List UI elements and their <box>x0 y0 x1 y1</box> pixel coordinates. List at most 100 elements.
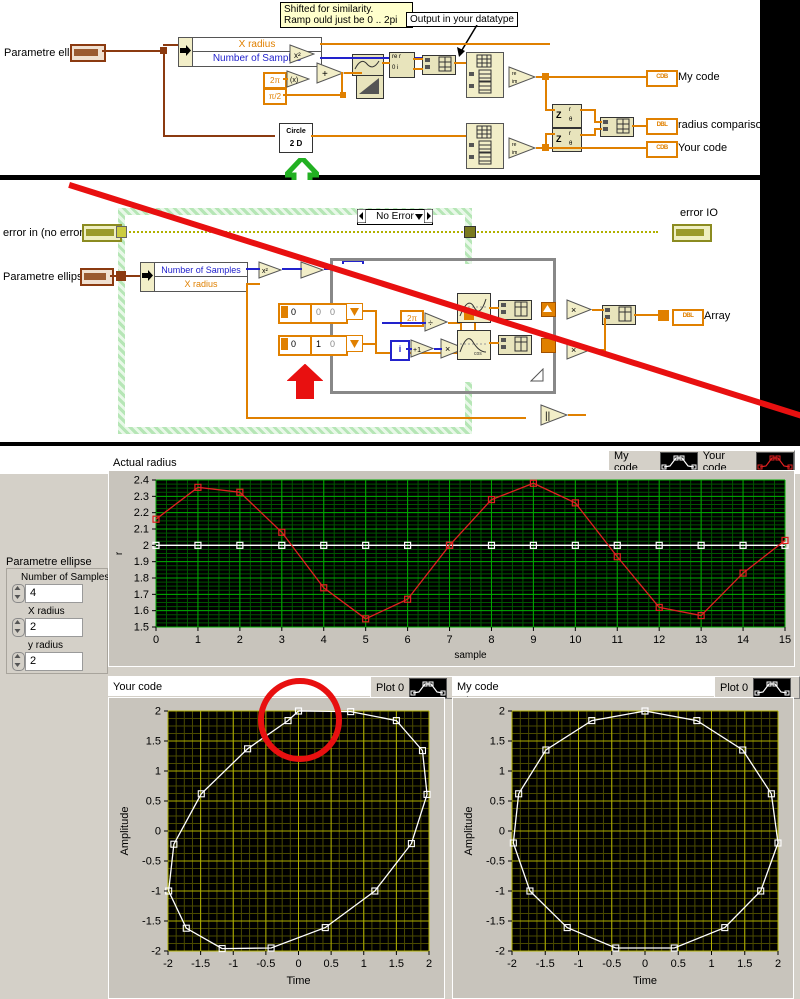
function-x-squared-icon[interactable]: x² <box>289 44 315 64</box>
wire-xradius-bottom-h <box>246 283 260 285</box>
ramp-pattern-vi[interactable] <box>356 75 384 99</box>
wire-cos-bundle <box>489 342 499 344</box>
cluster-title: Parametre ellipse <box>6 556 92 568</box>
spinner-x-radius[interactable] <box>12 618 25 637</box>
indicator-my-code[interactable]: CDB <box>646 70 678 87</box>
wire-junction-dot-2 <box>340 92 346 98</box>
tunnel-array-out <box>464 310 474 320</box>
wire-2pi-out <box>283 78 288 80</box>
svg-text:-2: -2 <box>163 958 173 970</box>
complex-to-polar-node-1[interactable]: Z r θ <box>552 104 582 128</box>
wire-cluster-bottom <box>110 275 150 277</box>
svg-text:-1.5: -1.5 <box>191 958 210 970</box>
constant-pi-over-2-top[interactable]: π/2 <box>263 88 287 105</box>
function-multiply-bottom[interactable] <box>300 261 324 279</box>
svg-text:-1: -1 <box>228 958 238 970</box>
spinner-number-of-samples[interactable] <box>12 584 25 603</box>
index-array-node-b[interactable]: 1 0 <box>310 335 348 356</box>
wire-reim-to-bundle <box>413 58 423 60</box>
svg-text:2.2: 2.2 <box>134 507 149 519</box>
svg-text:Time: Time <box>286 975 310 987</box>
wire-cluster-to-unbundle <box>163 44 185 46</box>
spinner-arrows-icon-1 <box>14 586 21 599</box>
terminal-error-io[interactable] <box>672 224 712 242</box>
svg-text:1.5: 1.5 <box>146 736 161 748</box>
label-parametre-ellipse-top: Parametre ellipse <box>4 47 90 59</box>
bundle-node-out[interactable] <box>602 305 636 325</box>
function-divide-icon[interactable]: ÷ <box>424 312 448 332</box>
svg-text:1.7: 1.7 <box>134 589 149 601</box>
build-array-node-top[interactable] <box>466 52 504 98</box>
svg-text:3: 3 <box>279 634 285 646</box>
terminal-parametre-ellipse-bottom[interactable] <box>80 268 114 286</box>
label-my-code: My code <box>678 71 720 83</box>
select-node-b-icon[interactable] <box>346 335 363 352</box>
select-node-a-icon[interactable] <box>346 303 363 320</box>
function-reciprocal-icon[interactable]: (x) <box>286 70 310 88</box>
cosine-function-vi[interactable]: cos <box>457 330 491 360</box>
function-x-squared-bottom[interactable]: x² <box>258 261 282 279</box>
subvi-circle-2d[interactable]: Circle 2 D <box>279 123 313 153</box>
legend-label-plot0-your: Plot 0 <box>376 681 405 694</box>
function-concat-icon[interactable]: || <box>540 404 568 426</box>
svg-text:4: 4 <box>321 634 327 646</box>
svg-text:7: 7 <box>446 634 452 646</box>
loop-iteration-terminal-i[interactable]: i <box>390 340 410 361</box>
function-re-im-to-polar-1[interactable]: re im <box>508 66 536 88</box>
comment-output-datatype: Output in your datatype <box>406 12 518 27</box>
case-selector-right-arrow-icon[interactable] <box>424 209 433 223</box>
svg-text:im: im <box>512 150 517 156</box>
indicator-your-code[interactable]: CDB <box>646 141 678 158</box>
chevron-down-icon[interactable] <box>414 212 424 221</box>
wire-yourcode-branch <box>545 133 547 149</box>
input-x-radius[interactable]: 2 <box>25 618 83 637</box>
case-selector-left-arrow-icon[interactable] <box>357 209 366 223</box>
function-add-icon[interactable]: + <box>316 62 344 84</box>
wire-mycode-out <box>536 76 646 78</box>
svg-text:sample: sample <box>454 650 487 661</box>
svg-text:-1: -1 <box>495 886 505 898</box>
sine-wave-vi-top[interactable] <box>352 54 384 76</box>
svg-text:2: 2 <box>775 958 781 970</box>
indicator-radius-comparison[interactable]: DBL <box>646 118 678 135</box>
constant-2pi-top[interactable]: 2π <box>263 72 287 89</box>
constant-2pi-bottom[interactable]: 2π <box>400 310 424 327</box>
legend-your-code[interactable]: Plot 0 <box>370 676 468 699</box>
function-increment-icon[interactable]: +1 <box>410 339 434 358</box>
index-array-constant-a[interactable]: 0 <box>278 303 312 324</box>
svg-text:0.5: 0.5 <box>490 796 505 808</box>
re-im-to-complex-node[interactable]: re r 0 i <box>389 52 415 78</box>
terminal-parametre-ellipse-top[interactable] <box>70 44 106 62</box>
legend-icon-my-code[interactable] <box>659 452 698 472</box>
wire-xradius-bottom <box>246 283 248 419</box>
input-number-of-samples[interactable]: 4 <box>25 584 83 603</box>
bundle-node-b[interactable] <box>600 117 634 137</box>
legend-icon-plot0-your[interactable] <box>409 677 448 698</box>
svg-text:×: × <box>571 345 576 355</box>
graph-title-actual-radius: Actual radius <box>113 457 177 469</box>
index-node-val-b2: 0 <box>330 339 336 349</box>
cluster-field-x-radius-bottom[interactable]: X radius <box>154 276 248 292</box>
svg-text:1.5: 1.5 <box>389 958 404 970</box>
bundle-node-cos[interactable] <box>498 335 532 355</box>
legend-icon-plot0-my[interactable] <box>753 677 792 698</box>
function-re-im-to-polar-2[interactable]: re im <box>508 137 536 159</box>
legend-icon-your-code[interactable] <box>756 452 794 472</box>
svg-text:-2: -2 <box>151 946 161 958</box>
legend-my-code[interactable]: Plot 0 <box>714 676 800 699</box>
build-array-node-top-2[interactable] <box>466 123 504 169</box>
spinner-y-radius[interactable] <box>12 652 25 671</box>
for-loop-structure <box>330 258 556 394</box>
comment-shifted-for-similarity: Shifted for similarity. Ramp ould just b… <box>280 2 413 28</box>
bundle-node-sin[interactable] <box>498 300 532 320</box>
bundle-node-a[interactable] <box>422 55 456 75</box>
svg-text:0: 0 <box>499 826 505 838</box>
index-array-constant-b[interactable]: 0 <box>278 335 312 356</box>
indicator-array[interactable]: DBL <box>672 309 704 326</box>
svg-text:1.5: 1.5 <box>134 622 149 634</box>
input-y-radius[interactable]: 2 <box>25 652 83 671</box>
index-array-node-a[interactable]: 0 0 <box>310 303 348 324</box>
function-multiply-out-1[interactable]: × <box>566 299 592 320</box>
